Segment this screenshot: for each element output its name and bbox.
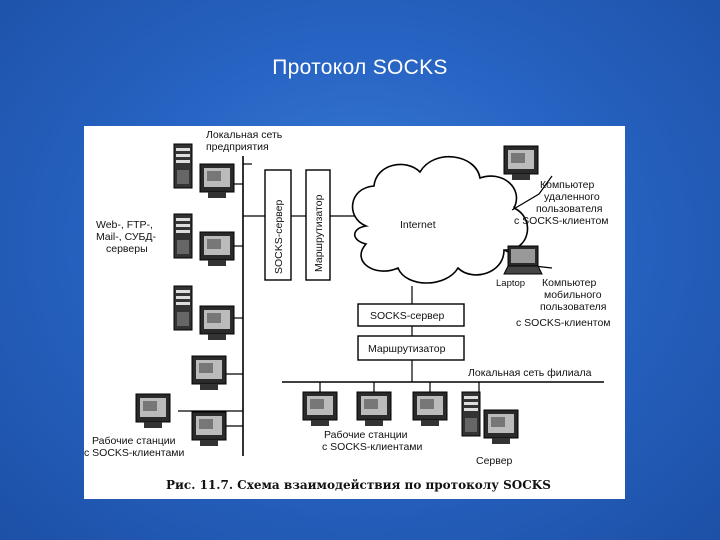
label-mobile-2: мобильного — [544, 289, 602, 301]
laptop-computer — [503, 245, 543, 275]
label-laptop: Laptop — [496, 278, 525, 289]
label-servers-1: Web-, FTP-, — [96, 219, 153, 231]
slide-title: Протокол SOCKS — [272, 56, 448, 79]
router-vertical-box: Маршрутизатор — [305, 169, 331, 281]
label-lan-branch: Локальная сеть филиала — [468, 367, 592, 379]
label-lan-enterprise-1: Локальная сеть — [206, 129, 283, 141]
svg-text:Маршрутизатор: Маршрутизатор — [313, 194, 325, 272]
enterprise-workstation-3 — [191, 411, 227, 447]
socks-server-vertical-box: SOCKS-сервер — [264, 169, 292, 281]
enterprise-server-2 — [173, 213, 235, 267]
label-ws-left-1: Рабочие станции — [92, 435, 176, 447]
label-remote-3: пользователя — [536, 203, 603, 215]
label-servers-2: Mail-, СУБД- — [96, 231, 156, 243]
label-remote-1: Компьютер — [540, 179, 595, 191]
label-mobile-4: с SOCKS-клиентом — [516, 317, 611, 329]
enterprise-lan-backbone — [178, 156, 362, 456]
branch-workstation-3 — [412, 391, 448, 427]
enterprise-server-3 — [173, 285, 235, 341]
figure-caption: Рис. 11.7. Схема взаимодействия по прото… — [166, 478, 551, 492]
label-remote-2: удаленного — [544, 191, 600, 203]
diagram-figure: Локальная сеть предприятия Web-, FTP-, M… — [84, 126, 625, 499]
label-servers-3: серверы — [106, 243, 148, 255]
label-mobile-1: Компьютер — [542, 277, 597, 289]
enterprise-workstation-2 — [135, 393, 171, 429]
internet-cloud: Internet — [351, 156, 529, 284]
socks-server-box: SOCKS-сервер — [357, 303, 465, 327]
remote-computer — [503, 145, 539, 181]
branch-workstation-1 — [302, 391, 338, 427]
svg-text:SOCKS-сервер: SOCKS-сервер — [273, 200, 285, 274]
internet-label: Internet — [400, 219, 436, 231]
network-diagram: Локальная сеть предприятия Web-, FTP-, M… — [84, 129, 611, 492]
branch-server — [461, 391, 519, 445]
svg-text:Маршрутизатор: Маршрутизатор — [368, 343, 446, 355]
router-box: Маршрутизатор — [357, 335, 465, 361]
label-ws-branch-2: с SOCKS-клиентами — [322, 441, 423, 453]
svg-text:SOCKS-сервер: SOCKS-сервер — [370, 310, 444, 322]
branch-workstation-2 — [356, 391, 392, 427]
label-remote-4: с SOCKS-клиентом — [514, 215, 609, 227]
label-mobile-3: пользователя — [540, 301, 607, 313]
label-ws-left-2: с SOCKS-клиентами — [84, 447, 185, 459]
branch-lan-bus — [282, 381, 604, 392]
enterprise-workstation-1 — [191, 355, 227, 391]
label-lan-enterprise-2: предприятия — [206, 141, 269, 153]
label-ws-branch-1: Рабочие станции — [324, 429, 408, 441]
label-server: Сервер — [476, 455, 513, 467]
link-remote — [511, 175, 553, 211]
